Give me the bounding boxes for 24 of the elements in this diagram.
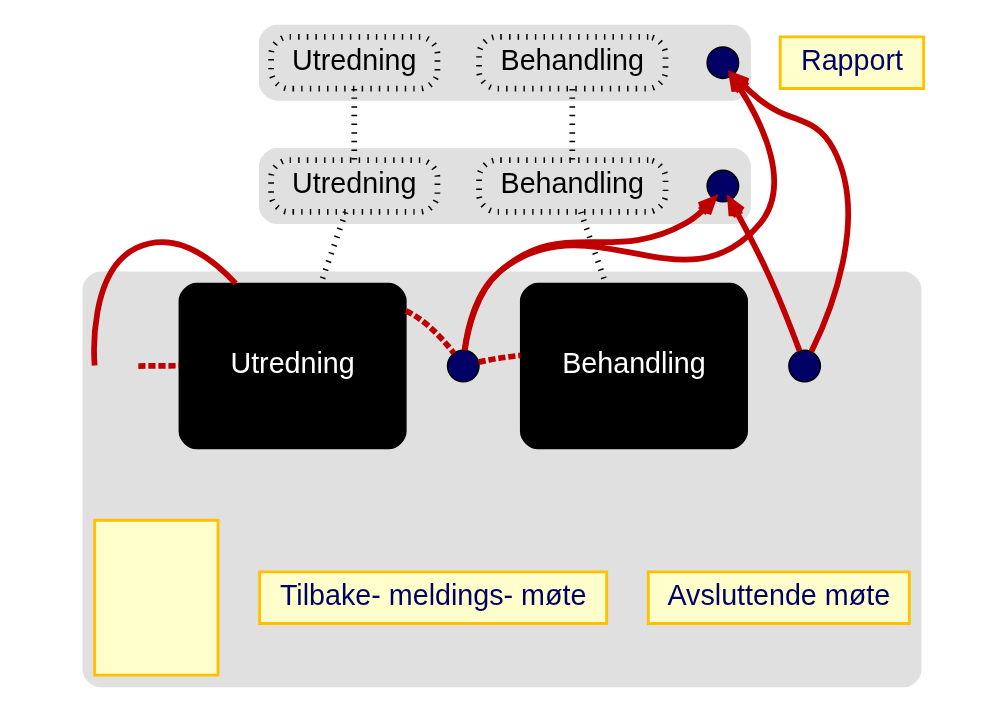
connector <box>404 308 456 355</box>
connector <box>477 352 521 365</box>
node-circle <box>446 349 480 383</box>
node-box: Behandling <box>519 282 748 450</box>
node-box: Rapport <box>778 35 925 90</box>
node-box: Behandling <box>475 34 668 92</box>
connector <box>137 362 179 369</box>
cluster <box>82 271 921 688</box>
node-circle <box>705 169 739 203</box>
node-box: Tilbake- meldings- møte <box>257 570 608 625</box>
connector <box>350 89 357 161</box>
node-circle <box>787 349 821 383</box>
node-box: Utredning <box>267 34 440 92</box>
node-box: Behandling <box>475 157 668 215</box>
arrow <box>726 197 802 352</box>
connector <box>568 89 575 161</box>
arrow <box>461 196 716 351</box>
node-box: Utredning <box>178 282 407 450</box>
node-box: Avsluttende møte <box>646 570 911 625</box>
node-circle <box>705 46 739 80</box>
node-box: Utredning <box>267 157 440 215</box>
connector <box>90 239 238 366</box>
cluster <box>258 148 751 225</box>
node-box <box>92 518 219 677</box>
